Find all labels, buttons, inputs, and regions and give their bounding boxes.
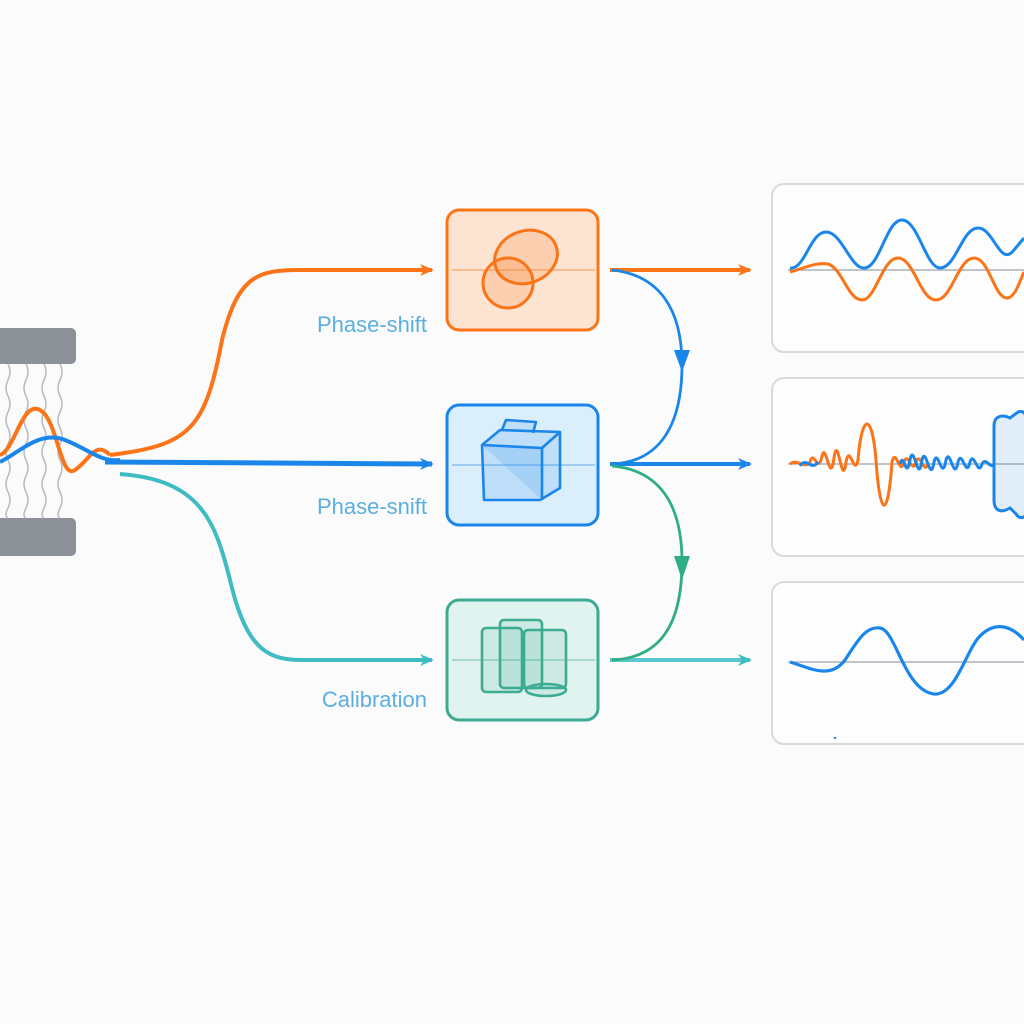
output-wave-blue (798, 453, 996, 471)
connector-node2-node3 (611, 464, 684, 662)
flow-line-to-calibration (119, 472, 434, 666)
node-label-phase-shift-2: Phase-snift (317, 494, 427, 519)
node-label-calibration: Calibration (322, 687, 427, 712)
cube-icon (480, 418, 562, 502)
clamp-top-plate (0, 328, 76, 364)
signal-container-icon (992, 410, 1024, 520)
connector-node1-node2 (611, 268, 684, 466)
output-panel-top (771, 183, 1024, 353)
clamp-bottom-plate (0, 518, 76, 556)
output-panel-middle (771, 377, 1024, 557)
connector-arrowhead-blue (674, 350, 690, 372)
clamp-device-icon (0, 328, 76, 556)
node-calibration[interactable] (445, 598, 600, 722)
node-label-phase-shift-1: Phase-shift (317, 312, 427, 337)
cylinders-icon (480, 618, 568, 698)
output-wave-orange (789, 256, 1024, 302)
flow-line-to-phase-shift-2 (104, 457, 434, 470)
node-phase-shift-1[interactable] (445, 208, 600, 332)
source-wave-blue (0, 435, 121, 464)
source-wave-orange (0, 406, 112, 474)
output-wave-blue (789, 625, 1024, 696)
connector-arrowhead-green (674, 556, 690, 580)
overlapping-circles-icon (481, 228, 559, 310)
output-wave-blue (789, 218, 1024, 270)
output-panel-bottom (771, 581, 1024, 745)
flow-line-to-phase-shift-1 (109, 264, 434, 457)
node-phase-shift-2[interactable] (445, 403, 600, 527)
